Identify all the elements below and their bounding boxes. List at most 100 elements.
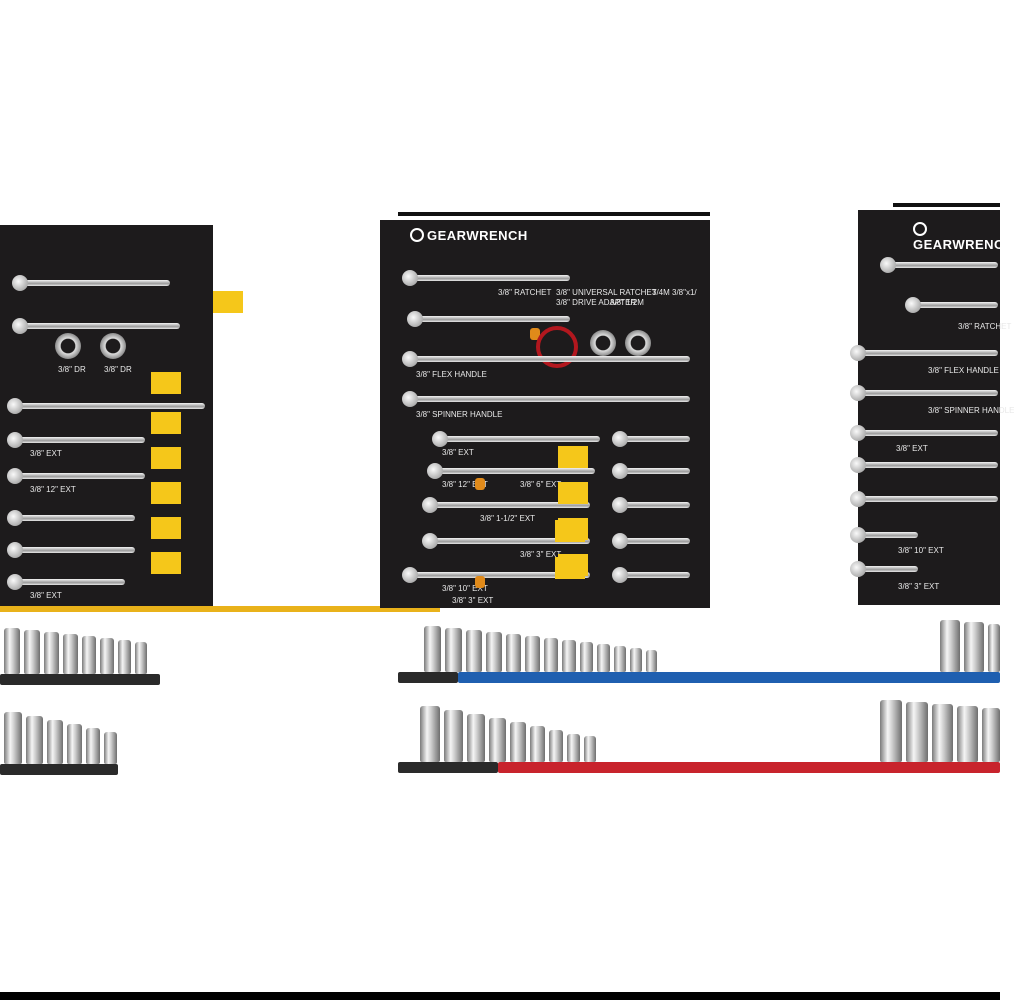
socket <box>4 712 22 764</box>
drive-adapter <box>55 333 81 359</box>
brand-logo: GEARWRENCH <box>410 228 528 243</box>
socket <box>444 710 463 762</box>
yellow-tag <box>151 482 181 504</box>
drive-adapter <box>625 330 651 356</box>
socket <box>510 722 526 762</box>
tool-label: 3/8" 12" EXT <box>30 485 76 494</box>
tool-label: 3/8" 10" EXT <box>898 546 944 555</box>
tool-label: 3/8" 12" EXT <box>442 480 488 489</box>
socket <box>104 732 117 764</box>
spinner-handle <box>7 398 205 414</box>
socket <box>24 630 40 674</box>
socket <box>940 620 960 672</box>
drive-adapter <box>100 333 126 359</box>
yellow-tag <box>151 412 181 434</box>
tool-label: 3/8" FLEX HANDLE <box>928 366 999 375</box>
yellow-tag <box>555 557 585 579</box>
extension <box>422 497 590 513</box>
tool-label: 3/8" FLEX HANDLE <box>416 370 487 379</box>
socket <box>118 640 131 674</box>
tool-label: 3/8" 10" EXT <box>442 584 488 593</box>
universal-ratchet <box>407 311 570 327</box>
socket <box>135 642 147 674</box>
socket <box>4 628 20 674</box>
extension <box>850 561 918 577</box>
socket <box>584 736 596 762</box>
brand-logo: GEARWRENCH <box>913 222 1014 252</box>
yellow-tag <box>151 447 181 469</box>
extension <box>850 425 998 441</box>
extension <box>422 533 590 549</box>
socket <box>506 634 521 672</box>
socket <box>86 728 100 764</box>
extension <box>7 432 145 448</box>
extension <box>850 457 998 473</box>
yellow-tag <box>558 482 588 504</box>
ratchet <box>905 297 998 313</box>
tool-label: 3/8" DR <box>104 365 132 374</box>
yellow-tag <box>555 520 585 542</box>
spinner-handle <box>850 385 998 401</box>
socket <box>562 640 576 672</box>
socket <box>544 638 558 672</box>
socket <box>466 630 482 672</box>
yellow-tag <box>213 291 243 313</box>
socket <box>26 716 43 764</box>
extension <box>612 567 690 583</box>
extension <box>7 510 135 526</box>
tool-label: 3/8" 3" EXT <box>898 582 940 591</box>
socket <box>982 708 1000 762</box>
socket-rail-dark <box>398 672 458 683</box>
extension <box>850 491 998 507</box>
extension <box>612 431 690 447</box>
tray-top-edge <box>893 203 1000 207</box>
socket <box>646 650 657 672</box>
tool-label: 3/8" DRIVE ADAPTER <box>556 298 637 307</box>
tool-label: 3/8" RATCHET <box>498 288 552 297</box>
ratchet <box>880 257 998 273</box>
right-tool-tray: GEARWRENCH 3/8" RATCHET 3/8" FLEX HANDLE… <box>850 210 1014 605</box>
orange-marker <box>475 478 485 490</box>
left-tool-tray: 3/8" DR 3/8" DR 3/8" EXT 3/8" 12" EXT 3/… <box>0 225 213 610</box>
tool-label: 3/8" EXT <box>30 591 62 600</box>
tool-label: 3/8" SPINNER HANDLE <box>416 410 503 419</box>
flex-handle <box>850 345 998 361</box>
socket-rail-red <box>498 762 1000 773</box>
orange-marker <box>530 328 540 340</box>
gear-logo-icon <box>410 228 424 242</box>
tool-label: 3/8" EXT <box>896 444 928 453</box>
socket <box>424 626 441 672</box>
extension <box>427 463 595 479</box>
drive-adapter <box>590 330 616 356</box>
socket <box>530 726 545 762</box>
yellow-tag <box>151 517 181 539</box>
ratchet <box>12 275 170 291</box>
extension <box>850 527 918 543</box>
socket <box>445 628 462 672</box>
socket <box>906 702 928 762</box>
socket <box>567 734 580 762</box>
socket-rail-blue <box>458 672 1000 683</box>
yellow-tag <box>151 552 181 574</box>
socket <box>489 718 506 762</box>
tool-label: 3/8" EXT <box>30 449 62 458</box>
socket <box>44 632 59 674</box>
extension <box>612 463 690 479</box>
socket <box>988 624 1000 672</box>
orange-marker <box>475 576 485 588</box>
tool-label: 3/4M 3/8"x1/ <box>652 288 697 297</box>
tool-label: 3/8" EXT <box>442 448 474 457</box>
extension <box>7 542 135 558</box>
tool-label: 3/8" 1-1/2" EXT <box>480 514 536 523</box>
socket-rail-dark <box>398 762 498 773</box>
socket <box>47 720 63 764</box>
socket <box>67 724 82 764</box>
extension <box>402 567 590 583</box>
bottom-edge <box>0 992 1000 1000</box>
socket <box>880 700 902 762</box>
gear-logo-icon <box>913 222 927 236</box>
socket-rail <box>0 764 118 775</box>
socket <box>614 646 626 672</box>
socket <box>964 622 984 672</box>
yellow-tag <box>558 446 588 468</box>
